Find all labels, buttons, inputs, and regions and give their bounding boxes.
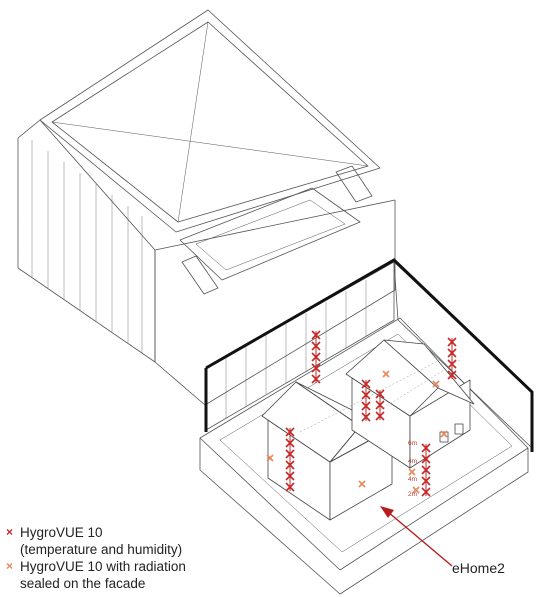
- roof-inner: [51, 21, 369, 223]
- orange-x-marker: ×: [6, 559, 14, 573]
- red-x-marker: [311, 374, 321, 384]
- arrow-icon: [380, 506, 453, 567]
- height-label: 2m: [408, 491, 418, 498]
- red-x-marker: [421, 487, 431, 497]
- red-x-marker: [311, 341, 321, 351]
- height-label: 6m: [408, 440, 418, 447]
- red-x-marker: [285, 460, 295, 470]
- red-x-marker: [421, 443, 431, 453]
- red-x-marker: [447, 337, 457, 347]
- red-x-marker: [421, 454, 431, 464]
- height-label: 4m: [408, 476, 418, 483]
- red-x-marker: [375, 400, 385, 410]
- red-x-marker: [375, 389, 385, 399]
- red-x-marker: [311, 363, 321, 373]
- height-label: 4m: [408, 458, 418, 465]
- legend: × HygroVUE 10 (temperature and humidity)…: [6, 524, 256, 592]
- legend-label: sealed on the facade: [20, 576, 146, 591]
- orange-x-marker: [440, 430, 448, 438]
- red-x-marker: ×: [6, 525, 14, 539]
- red-x-marker: [421, 476, 431, 486]
- orange-x-marker: [412, 486, 420, 494]
- tower-front-wall: [154, 199, 396, 406]
- red-x-marker: [361, 379, 371, 389]
- red-x-marker: [447, 370, 457, 380]
- orange-x-marker: [432, 380, 440, 388]
- red-x-marker: [447, 348, 457, 358]
- legend-item-indoor: × HygroVUE 10 (temperature and humidity): [6, 524, 256, 558]
- red-x-marker: [361, 401, 371, 411]
- roof-outline: [39, 9, 381, 233]
- red-x-marker: [311, 330, 321, 340]
- legend-label: HygroVUE 10 with radiation: [20, 559, 186, 574]
- tower-left-wall: [17, 119, 156, 363]
- red-x-marker: [361, 412, 371, 422]
- ehome2-label: eHome2: [452, 560, 505, 576]
- red-x-marker: [311, 352, 321, 362]
- orange-x-marker: [358, 480, 366, 488]
- red-x-marker: [285, 482, 295, 492]
- red-x-marker: [285, 438, 295, 448]
- orange-x-marker: [382, 370, 390, 378]
- legend-label: HygroVUE 10: [20, 525, 103, 540]
- red-x-marker: [361, 390, 371, 400]
- red-x-marker: [285, 449, 295, 459]
- orange-x-marker: [408, 468, 416, 476]
- legend-item-facade: × HygroVUE 10 with radiation sealed on t…: [6, 558, 256, 592]
- red-x-marker: [421, 465, 431, 475]
- orange-x-marker: [266, 454, 274, 462]
- red-x-marker: [285, 471, 295, 481]
- roof-recess: [179, 187, 361, 281]
- house2-roof-right: [383, 339, 475, 405]
- red-x-marker: [375, 411, 385, 421]
- red-x-marker: [285, 427, 295, 437]
- legend-label: (temperature and humidity): [20, 542, 183, 557]
